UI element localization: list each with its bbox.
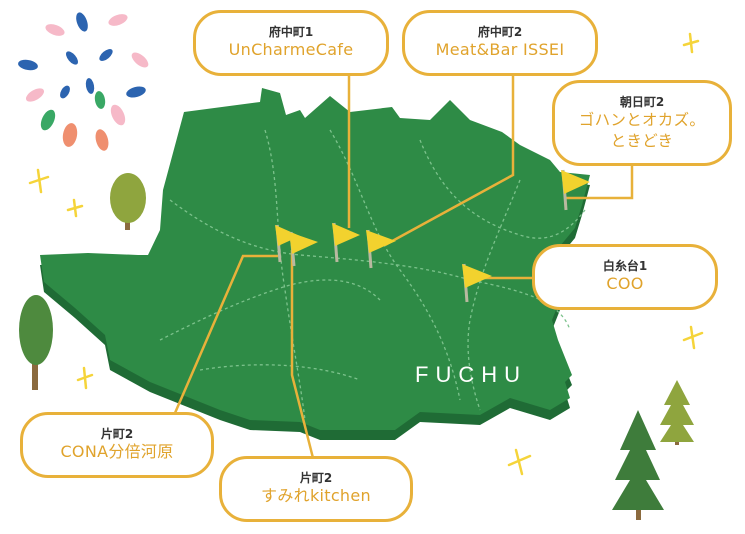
flag-icon bbox=[366, 229, 396, 269]
callout-coo[interactable]: 白糸台1 COO bbox=[532, 244, 718, 310]
roads bbox=[159, 129, 586, 421]
shop-name: COO bbox=[606, 274, 644, 294]
sparkle-icon bbox=[28, 32, 704, 476]
pine-tree-icon bbox=[660, 380, 694, 445]
firework-icon bbox=[18, 12, 149, 151]
city-label: FUCHU bbox=[415, 362, 527, 387]
callout-meat-bar-issei[interactable]: 府中町2 Meat&Bar ISSEI bbox=[402, 10, 598, 76]
callout-sumire-kitchen[interactable]: 片町2 すみれkitchen bbox=[219, 456, 413, 522]
tree-icon bbox=[19, 295, 53, 390]
pine-tree-icon bbox=[612, 410, 664, 520]
tree-icon bbox=[110, 173, 146, 230]
area-label: 朝日町2 bbox=[619, 95, 665, 110]
land bbox=[40, 88, 590, 430]
area-label: 片町2 bbox=[299, 471, 333, 486]
flag-icon bbox=[332, 222, 360, 263]
flag-icon bbox=[275, 224, 300, 263]
shop-name: CONA分倍河原 bbox=[60, 442, 174, 462]
area-label: 府中町1 bbox=[268, 25, 314, 40]
shop-name: ゴハンとオカズ。 ときどき bbox=[578, 111, 706, 150]
flag-icon bbox=[462, 263, 492, 303]
shop-name: Meat&Bar ISSEI bbox=[435, 40, 565, 60]
callout-gohan-to-okazu[interactable]: 朝日町2 ゴハンとオカズ。 ときどき bbox=[552, 80, 732, 166]
shop-name: すみれkitchen bbox=[261, 486, 371, 506]
flag-icon bbox=[561, 169, 590, 211]
flag-markers bbox=[275, 169, 590, 303]
callout-cona-bubaigawara[interactable]: 片町2 CONA分倍河原 bbox=[20, 412, 214, 478]
area-label: 片町2 bbox=[100, 427, 134, 442]
shop-name: UnCharmeCafe bbox=[228, 40, 354, 60]
callout-uncharmecafe[interactable]: 府中町1 UnCharmeCafe bbox=[193, 10, 389, 76]
flag-icon bbox=[289, 231, 318, 267]
area-label: 白糸台1 bbox=[602, 259, 648, 274]
area-label: 府中町2 bbox=[477, 25, 523, 40]
